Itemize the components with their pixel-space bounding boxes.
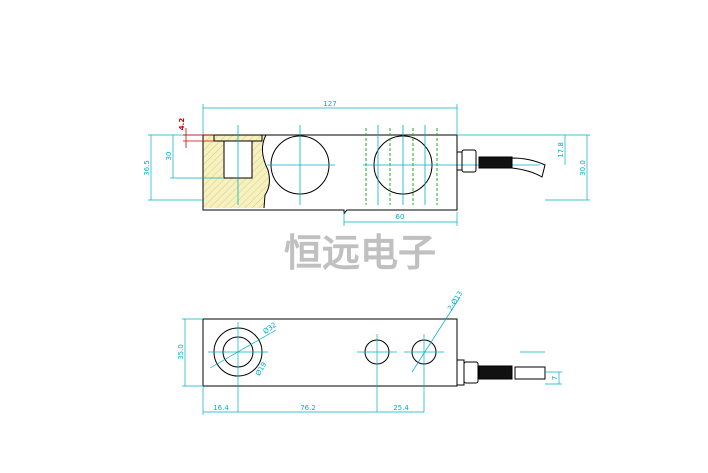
top-body-outline — [202, 318, 458, 387]
side-dimension-lines — [148, 104, 590, 226]
dim-cable-height: 17.8 — [557, 142, 565, 158]
dim-total-height: 30.0 — [579, 160, 587, 176]
top-cable-sleeve — [478, 365, 513, 380]
cable-lead — [511, 157, 546, 178]
dim-hole-spacing-1: 76.2 — [300, 404, 316, 412]
connector-body — [461, 149, 477, 173]
top-cable-lead — [514, 366, 546, 380]
cable-sleeve — [478, 156, 513, 169]
top-connector — [456, 359, 465, 386]
dim-bore: Ø19 — [254, 361, 268, 377]
connector-nut — [456, 151, 463, 171]
dim-bore-depth: 30 — [165, 152, 173, 161]
hidden-lines — [365, 128, 438, 205]
dim-cable: 7 — [551, 376, 559, 380]
side-view — [148, 104, 590, 226]
dim-width: 35.0 — [177, 344, 185, 360]
top-dimension-lines — [182, 296, 562, 415]
dim-edge-to-hole: 16.4 — [213, 404, 229, 412]
dim-hole-spacing-2: 25.4 — [393, 404, 409, 412]
section-break — [262, 134, 270, 209]
dim-length: 127 — [323, 100, 336, 108]
top-connector-body — [463, 361, 479, 384]
top-view — [182, 296, 562, 415]
dim-bottom-step: 60 — [396, 213, 405, 221]
dim-holes: 2-Ø13 — [446, 290, 464, 312]
watermark: 恒远电子 — [284, 230, 436, 275]
dim-height: 36.5 — [143, 160, 151, 176]
flange-dim — [183, 128, 214, 148]
dim-flange: 4.2 — [178, 118, 186, 131]
